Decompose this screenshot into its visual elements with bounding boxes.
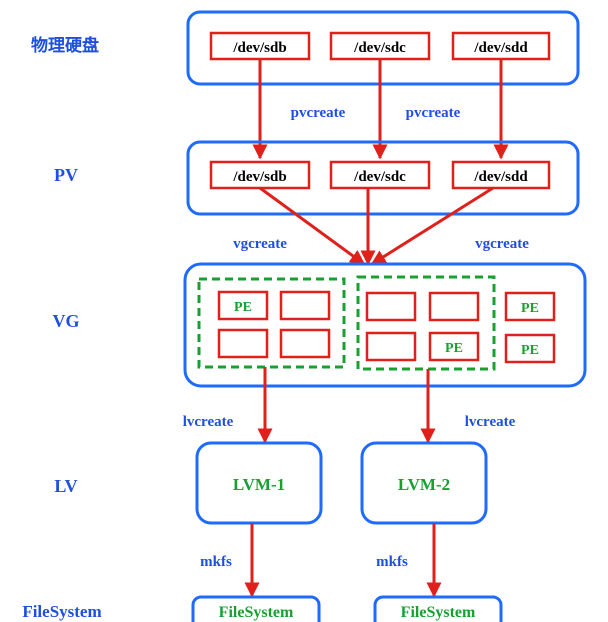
level-label-pv: PV [54,165,78,185]
pe-block [365,331,417,362]
command-lvcreate-2: lvcreate [465,414,516,430]
pe-block [217,328,269,359]
pe-block [504,333,556,364]
command-mkfs-2: mkfs [376,554,408,570]
pv-sdd-box [451,160,551,190]
arrow-vgcreate-sdb [259,186,366,266]
pe-block [365,291,417,322]
command-pvcreate-1: pvcreate [291,105,346,121]
lv1-extent-group [197,277,346,369]
arrow-vgcreate-sdd [370,186,494,266]
physical-disks-container [186,10,580,86]
level-label-filesystem: FileSystem [22,602,101,621]
pe-label: PE [521,301,539,316]
lv-box-2 [360,441,488,525]
pv-sdc-box [329,160,431,190]
pe-label: PE [234,300,252,315]
pv-sdb: /dev/sdb [232,169,286,185]
pe-block [217,290,269,321]
pe-label: PE [445,341,463,356]
pe-block [428,291,480,322]
filesystem-label-2: FileSystem [401,604,476,621]
level-label-vg: VG [53,311,80,331]
pv-sdd: /dev/sdd [473,169,528,185]
vg-container [183,262,587,388]
lv-box-1 [195,441,323,525]
physical-disk-sdc: /dev/sdc [353,40,406,56]
command-vgcreate-1: vgcreate [233,236,287,252]
filesystem-label-1: FileSystem [219,604,294,621]
command-pvcreate-2: pvcreate [406,105,461,121]
command-lvcreate-1: lvcreate [183,414,234,430]
command-mkfs-1: mkfs [200,554,232,570]
pv-container [186,140,580,216]
pe-block [279,328,331,359]
filesystem-box-1 [191,595,321,622]
lv-label-1: LVM-1 [233,475,285,494]
physical-disk-sdd: /dev/sdd [473,40,528,56]
level-label-physical: 物理硬盘 [31,35,99,56]
lv-label-2: LVM-2 [398,475,450,494]
pe-label: PE [521,343,539,358]
level-label-lv: LV [54,476,77,496]
pe-block [428,331,480,362]
pv-sdc: /dev/sdc [353,169,406,185]
physical-disk-sdb: /dev/sdb [232,40,286,56]
command-vgcreate-2: vgcreate [475,236,529,252]
filesystem-box-2 [373,595,503,622]
pe-block [279,290,331,321]
lv2-extent-group [356,275,496,371]
pe-block [504,291,556,322]
